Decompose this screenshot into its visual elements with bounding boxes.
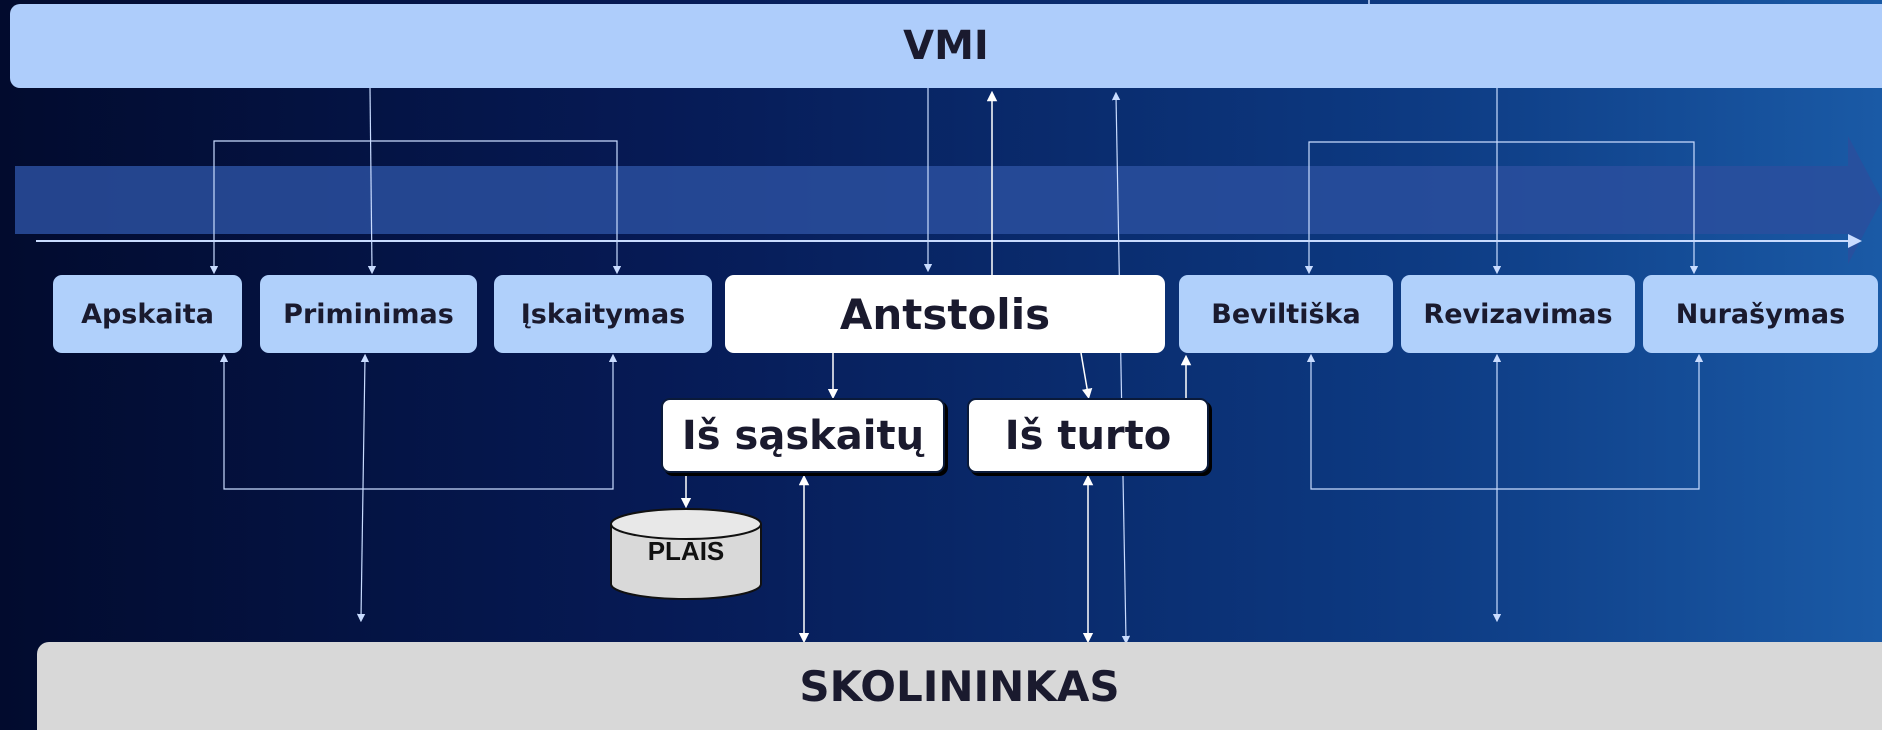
vmi-label: VMI: [903, 23, 989, 69]
stage-nurasymas[interactable]: Nurašymas: [1643, 275, 1878, 353]
stage-beviltiska[interactable]: Beviltiška: [1179, 275, 1393, 353]
skolininkas-bar: SKOLININKAS: [37, 642, 1882, 730]
database-icon: [610, 508, 762, 600]
stage-label: Beviltiška: [1211, 298, 1361, 330]
plais-label: PLAIS: [647, 536, 725, 566]
stage-label: Nurašymas: [1675, 298, 1846, 330]
stage-priminimas[interactable]: Priminimas: [260, 275, 477, 353]
stage-label: Apskaita: [81, 298, 214, 330]
stage-iskaitymas[interactable]: Įskaitymas: [494, 275, 712, 353]
stage-label: Antstolis: [839, 289, 1051, 339]
stage-label: Priminimas: [283, 298, 454, 330]
stage-label: Revizavimas: [1423, 298, 1613, 330]
timeline-arrow-band: [15, 136, 1882, 264]
sub-stage-label: Iš turto: [1004, 412, 1172, 459]
skolininkas-label: SKOLININKAS: [799, 661, 1120, 711]
stage-label: Įskaitymas: [520, 298, 686, 330]
stage-apskaita[interactable]: Apskaita: [53, 275, 242, 353]
stage-antstolis[interactable]: Antstolis: [725, 275, 1165, 353]
sub-stage-label: Iš sąskaitų: [681, 412, 925, 459]
sub-stage-is-saskaitu[interactable]: Iš sąskaitų: [661, 398, 945, 473]
plais-database: PLAIS: [609, 506, 763, 602]
stage-revizavimas[interactable]: Revizavimas: [1401, 275, 1635, 353]
vmi-bar: VMI: [10, 4, 1882, 88]
sub-stage-is-turto[interactable]: Iš turto: [967, 398, 1209, 473]
